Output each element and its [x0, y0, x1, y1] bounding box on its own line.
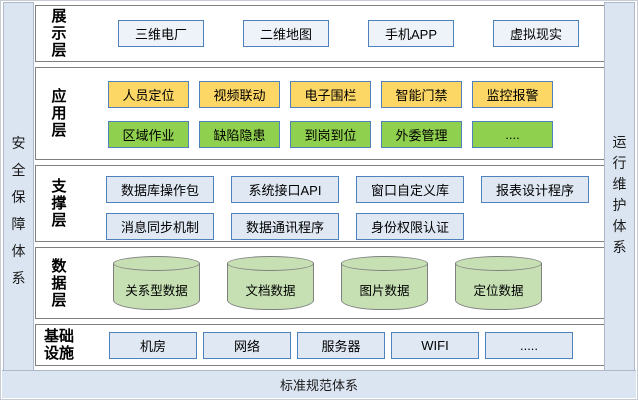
module-box: 报表设计程序: [481, 176, 589, 203]
layer-content-data: 关系型数据 文档数据 图片数据 定位数据: [82, 248, 604, 318]
cylinder-top-icon: [227, 256, 314, 271]
box-row: 关系型数据 文档数据 图片数据 定位数据: [82, 256, 604, 310]
layer-display: 展示层 三维电厂 二维地图 手机APP 虚拟现实: [35, 5, 605, 62]
box-row: 三维电厂 二维地图 手机APP 虚拟现实: [82, 20, 604, 47]
right-pillar-operation-system: 运行维护体系: [604, 2, 635, 371]
layer-label-text: 展示层: [51, 8, 67, 59]
cylinder-label: 关系型数据: [125, 284, 188, 298]
module-box: 区域作业: [108, 121, 189, 148]
database-cylinder: 文档数据: [227, 256, 314, 310]
module-box: 人员定位: [108, 81, 189, 108]
module-box: 到岗到位: [290, 121, 371, 148]
cylinder-label: 图片数据: [359, 284, 410, 298]
layer-label-text: 应用层: [51, 88, 67, 139]
module-box: 虚拟现实: [493, 20, 579, 47]
layer-label-display: 展示层: [36, 6, 82, 61]
module-box: 网络: [203, 331, 291, 359]
layer-app: 应用层人员定位视频联动电子围栏智能门禁监控报警区域作业缺陷隐患到岗到位外委管理.…: [35, 67, 605, 160]
layer-label-text: 基础设施: [43, 328, 74, 362]
box-row: 消息同步机制数据通讯程序身份权限认证: [82, 213, 604, 240]
module-box: 智能门禁: [381, 81, 462, 108]
module-box: 服务器: [297, 331, 385, 359]
module-box: 手机APP: [368, 20, 454, 47]
module-box: 外委管理: [381, 121, 462, 148]
module-box: 窗口自定义库: [356, 176, 464, 203]
module-box: 监控报警: [472, 81, 553, 108]
layer-label-text: 支撑层: [51, 178, 67, 229]
cylinder-label: 定位数据: [473, 284, 524, 298]
layer-label-text: 数据层: [51, 257, 67, 309]
database-cylinder: 定位数据: [455, 256, 542, 310]
cylinder-top-icon: [113, 256, 200, 271]
layer-label-data: 数据层: [36, 248, 82, 318]
cylinder-top-icon: [455, 256, 542, 271]
cylinder-top-icon: [341, 256, 428, 271]
layer-content-support: 数据库操作包系统接口API 窗口自定义库报表设计程序消息同步机制数据通讯程序身份权…: [82, 166, 604, 241]
layer-content-app: 人员定位视频联动电子围栏智能门禁监控报警区域作业缺陷隐患到岗到位外委管理....: [82, 68, 604, 159]
module-box: 身份权限认证: [356, 213, 464, 240]
module-box: WIFI: [391, 331, 479, 359]
bottom-bar-label: 标准规范体系: [279, 378, 358, 393]
layer-data: 数据层关系型数据 文档数据 图片数据 定位数据: [35, 247, 605, 319]
module-box: 缺陷隐患: [199, 121, 280, 148]
database-cylinder: 关系型数据: [113, 256, 200, 310]
layer-content-display: 三维电厂 二维地图 手机APP 虚拟现实: [82, 6, 604, 61]
layer-support: 支撑层 数据库操作包系统接口API 窗口自定义库报表设计程序消息同步机制数据通讯程序…: [35, 165, 605, 242]
left-pillar-security-system: 安全保障体系: [3, 2, 34, 371]
module-box: 系统接口API: [231, 176, 339, 203]
bottom-bar-standard-system: 标准规范体系: [2, 370, 636, 398]
module-box: 视频联动: [199, 81, 280, 108]
module-box: ....: [472, 121, 553, 148]
module-box: 数据库操作包: [106, 176, 214, 203]
module-box: 消息同步机制: [106, 213, 214, 240]
module-box: 三维电厂: [118, 20, 204, 47]
database-cylinder: 图片数据: [341, 256, 428, 310]
right-pillar-label: 运行维护体系: [612, 133, 627, 255]
layer-label-support: 支撑层: [36, 166, 82, 241]
cylinder-label: 文档数据: [245, 284, 296, 298]
layer-label-infra: 基础设施: [36, 325, 82, 365]
box-row: 区域作业缺陷隐患到岗到位外委管理....: [82, 121, 604, 148]
layer-label-app: 应用层: [36, 68, 82, 159]
left-pillar-label: 安全保障体系: [11, 134, 26, 286]
box-row: 数据库操作包系统接口API 窗口自定义库报表设计程序: [82, 176, 604, 203]
module-box: 二维地图: [243, 20, 329, 47]
module-box: .....: [485, 331, 573, 359]
box-row: 人员定位视频联动电子围栏智能门禁监控报警: [82, 81, 604, 108]
module-box: 数据通讯程序: [231, 213, 339, 240]
module-box: 电子围栏: [290, 81, 371, 108]
module-box: 机房: [109, 331, 197, 359]
